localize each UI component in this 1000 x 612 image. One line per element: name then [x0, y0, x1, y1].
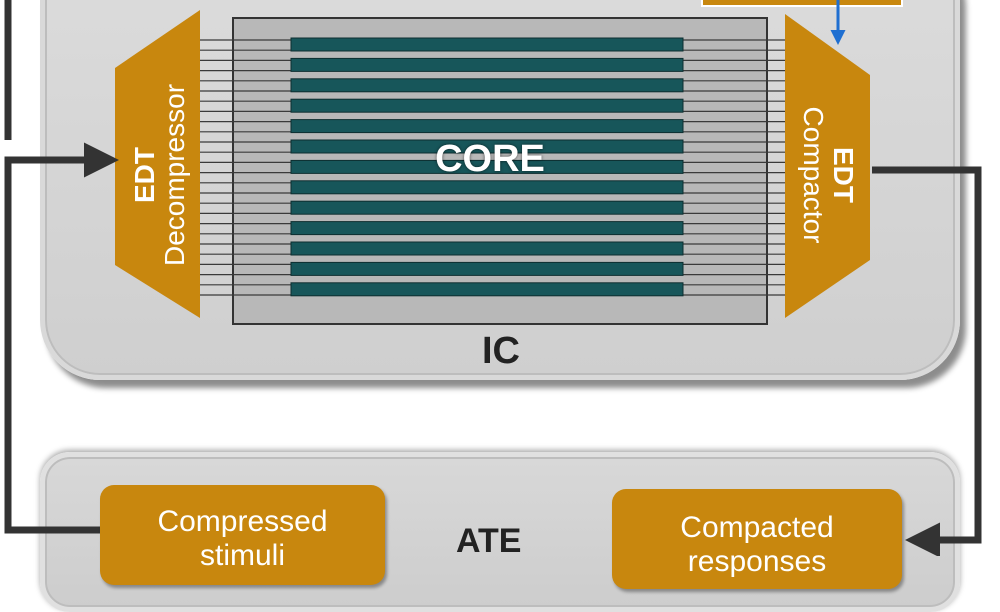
- scan-chain: [290, 180, 684, 195]
- edt-compactor-line1: EDT: [828, 147, 859, 203]
- top-right-block: [701, 0, 903, 7]
- edt-decompressor-block: [115, 10, 200, 318]
- edt-compactor-line2: Compactor: [798, 106, 829, 244]
- compacted-responses-box: Compacted responses: [612, 489, 902, 589]
- compressed-stimuli-box: Compressed stimuli: [100, 485, 385, 585]
- ate-label: ATE: [456, 522, 522, 560]
- scan-chain: [290, 159, 684, 174]
- scan-chain: [290, 261, 684, 276]
- stimuli-wire: [4, 142, 119, 534]
- scan-chain: [290, 78, 684, 93]
- scan-chain: [290, 241, 684, 256]
- scan-chain: [290, 37, 684, 52]
- scan-chain: [290, 200, 684, 215]
- compressed-stimuli-line2: stimuli: [199, 539, 285, 572]
- response-wire: [872, 166, 982, 556]
- diagram-canvas: [4, 0, 982, 556]
- edt-compactor-label: EDT Compactor: [798, 75, 859, 275]
- scan-chain: [290, 119, 684, 134]
- compacted-responses-line2: responses: [687, 545, 827, 578]
- scan-chain: [290, 282, 684, 297]
- scan-chain: [290, 221, 684, 236]
- ic-label: IC: [482, 330, 520, 372]
- scan-chains: [290, 37, 684, 297]
- edt-decompressor-label: EDT Decompressor: [129, 75, 190, 275]
- core-label: CORE: [435, 138, 545, 180]
- scan-chain: [290, 57, 684, 72]
- scan-chain: [290, 139, 684, 154]
- edt-decompressor-line1: EDT: [129, 147, 160, 203]
- compressed-stimuli-line1: Compressed: [157, 505, 328, 538]
- edt-compactor-block: [785, 14, 870, 318]
- scan-chain: [290, 98, 684, 113]
- edt-decompressor-line2: Decompressor: [159, 83, 190, 267]
- compacted-responses-line1: Compacted: [680, 511, 834, 544]
